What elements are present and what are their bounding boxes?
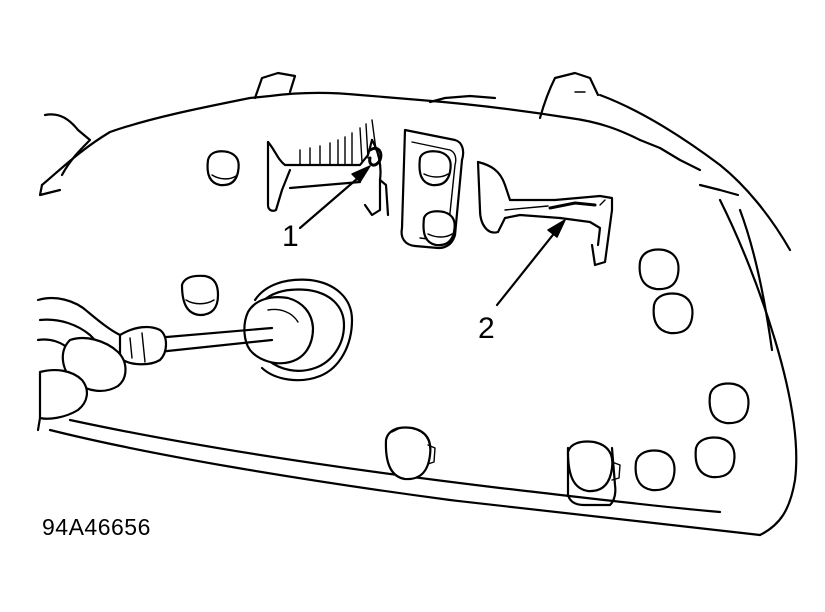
- gauge-post-right: [476, 160, 614, 267]
- callout-number: 2: [478, 312, 495, 345]
- bulb-socket: [422, 210, 456, 247]
- bulb-socket: [652, 292, 694, 335]
- gauge-post-left: [266, 119, 390, 217]
- figure-id: 94A46656: [42, 514, 151, 540]
- bulb-socket: [694, 436, 736, 479]
- bulb-socket: [634, 449, 676, 492]
- bulb-socket: [566, 440, 621, 507]
- bulb-socket: [180, 274, 220, 317]
- bulb-socket: [638, 248, 680, 291]
- bulb-socket: [206, 150, 240, 187]
- removed-bulb-socket: [243, 278, 354, 382]
- callout-1: 1: [282, 165, 371, 253]
- callout-2: 2: [478, 219, 566, 345]
- hand: [36, 296, 127, 432]
- cluster-housing: [38, 71, 798, 537]
- bulb-socket: [384, 426, 436, 481]
- bulb-socket: [418, 150, 452, 187]
- callout-number: 1: [282, 220, 299, 253]
- screwdriver: [118, 325, 274, 366]
- bulb-socket: [708, 382, 750, 425]
